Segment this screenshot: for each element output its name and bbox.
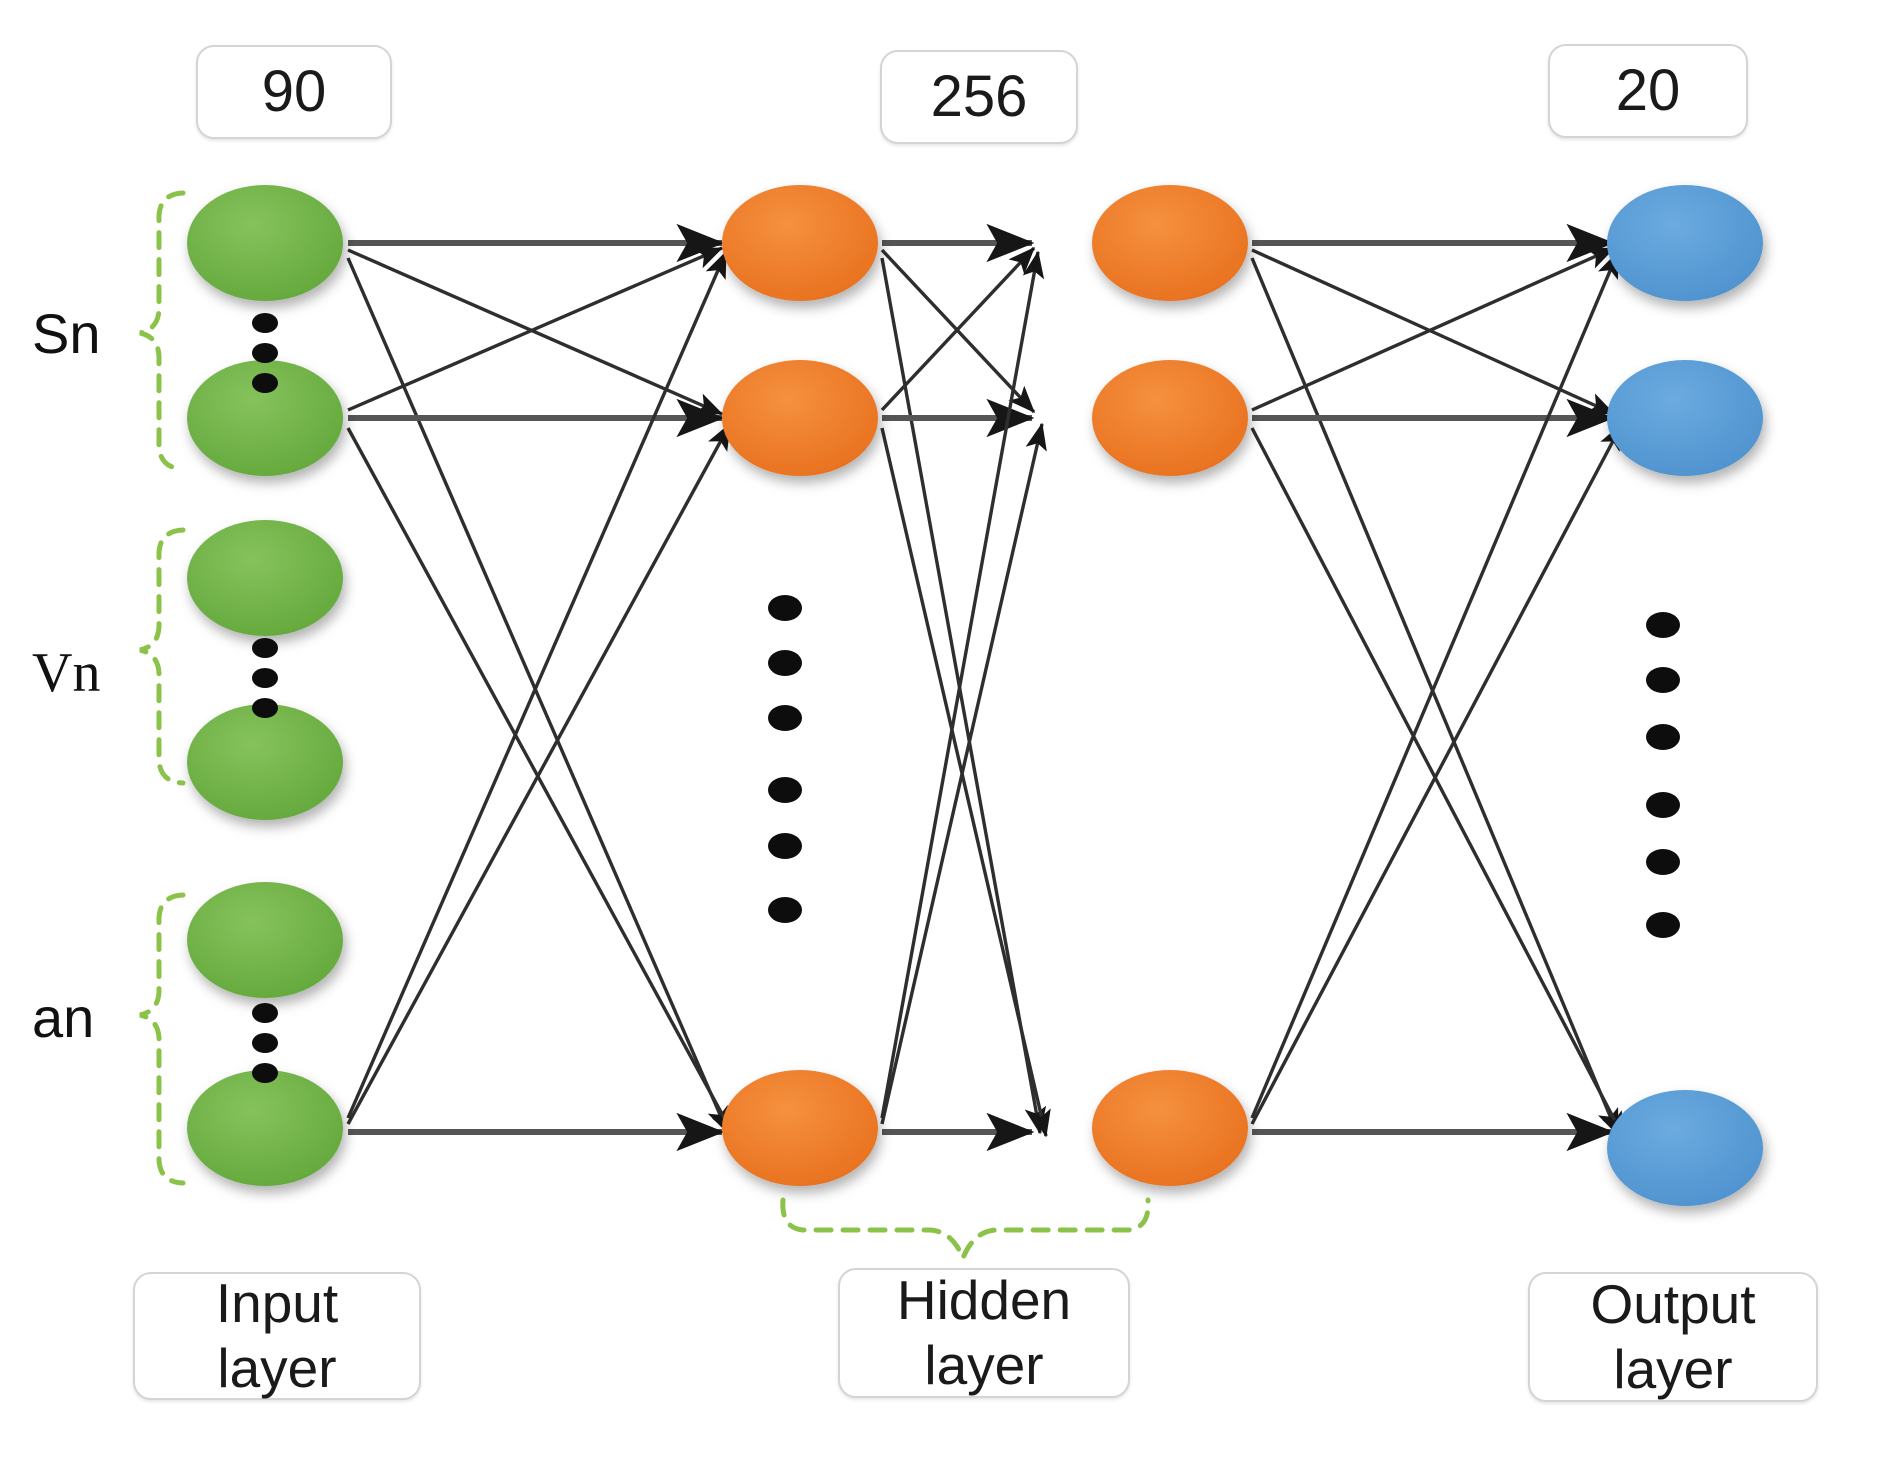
- input-node[interactable]: [187, 185, 343, 301]
- input-node[interactable]: [187, 882, 343, 998]
- ellipsis-dot: [1646, 792, 1680, 818]
- output-node[interactable]: [1607, 1090, 1763, 1206]
- output-node[interactable]: [1607, 185, 1763, 301]
- input-count-box: 90: [196, 45, 392, 139]
- group-label-an: an: [32, 986, 95, 1049]
- output-layer-label: Output layer: [1590, 1273, 1756, 1400]
- input-layer-box: Input layer: [133, 1272, 421, 1400]
- input-node[interactable]: [187, 520, 343, 636]
- ellipsis-dot: [252, 698, 278, 718]
- hidden2-layer-nodes: [1092, 185, 1248, 1186]
- ellipsis-dot: [768, 897, 802, 923]
- ellipsis-dot: [252, 1003, 278, 1023]
- group-label-vn: Vn: [32, 642, 101, 704]
- ellipsis-dot: [252, 343, 278, 363]
- hidden-node[interactable]: [722, 1070, 878, 1186]
- ellipsis-dot: [1646, 667, 1680, 693]
- edges-input-to-hidden1: [346, 223, 736, 1152]
- hidden-node[interactable]: [1092, 360, 1248, 476]
- hidden-node[interactable]: [722, 360, 878, 476]
- input-node[interactable]: [187, 704, 343, 820]
- hidden-layer-box: Hidden layer: [838, 1268, 1130, 1398]
- hidden-count-box: 256: [880, 50, 1078, 144]
- brace-vn: [139, 527, 186, 786]
- input-count-label: 90: [261, 58, 327, 124]
- edges-hidden1-to-hidden2: [880, 223, 1051, 1152]
- ellipsis-dot: [1646, 849, 1680, 875]
- output-layer-box: Output layer: [1528, 1272, 1818, 1402]
- ellipsis-dot: [252, 638, 278, 658]
- ellipsis-dots: [252, 313, 1680, 1083]
- ellipsis-dot: [768, 650, 802, 676]
- ellipsis-dot: [1646, 612, 1680, 638]
- input-node[interactable]: [187, 1070, 343, 1186]
- input-layer-nodes: [187, 185, 343, 1186]
- hidden-layer-label: Hidden layer: [896, 1269, 1072, 1396]
- ellipsis-dot: [1646, 912, 1680, 938]
- output-count-label: 20: [1615, 57, 1681, 123]
- brace-hidden: [780, 1197, 1151, 1265]
- edges-hidden2-to-output: [1250, 223, 1626, 1152]
- input-layer-label: Input layer: [215, 1272, 339, 1399]
- hidden-node[interactable]: [1092, 1070, 1248, 1186]
- ellipsis-dot: [252, 313, 278, 333]
- ellipsis-dot: [252, 1063, 278, 1083]
- output-node[interactable]: [1607, 360, 1763, 476]
- brace-sn: [139, 190, 186, 472]
- input-node[interactable]: [187, 360, 343, 476]
- ellipsis-dot: [252, 1033, 278, 1053]
- output-count-box: 20: [1548, 44, 1748, 138]
- hidden-node[interactable]: [722, 185, 878, 301]
- ellipsis-dot: [252, 373, 278, 393]
- hidden-node[interactable]: [1092, 185, 1248, 301]
- hidden1-layer-nodes: [722, 185, 878, 1186]
- output-layer-nodes: [1607, 185, 1763, 1206]
- ellipsis-dot: [768, 777, 802, 803]
- group-braces: [139, 190, 1151, 1265]
- ellipsis-dot: [768, 595, 802, 621]
- group-label-sn: Sn: [32, 302, 101, 365]
- ellipsis-dot: [768, 833, 802, 859]
- ellipsis-dot: [768, 705, 802, 731]
- ellipsis-dot: [1646, 724, 1680, 750]
- ellipsis-dot: [252, 668, 278, 688]
- hidden-count-label: 256: [930, 63, 1028, 129]
- brace-an: [139, 892, 186, 1186]
